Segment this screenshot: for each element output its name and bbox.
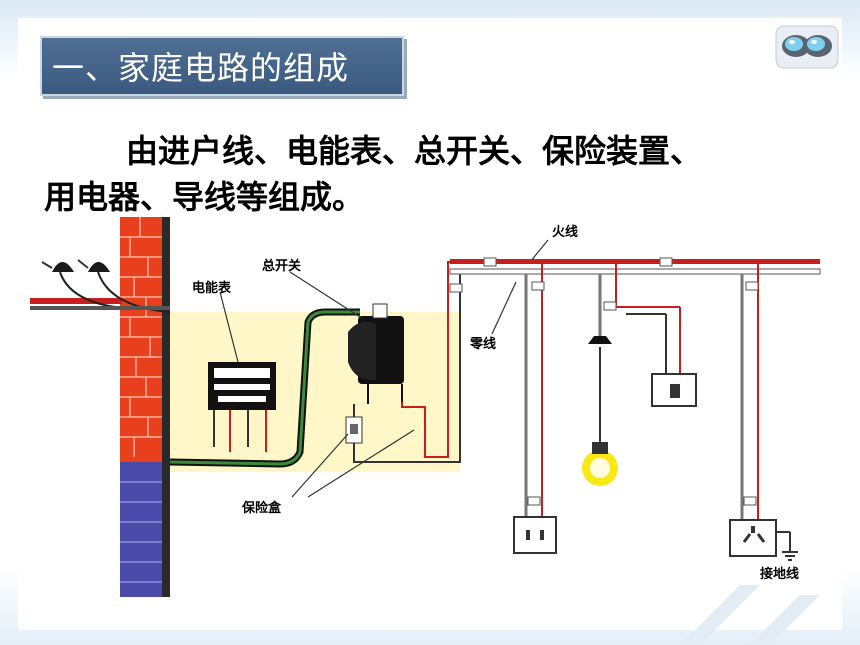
binoculars-icon: [775, 25, 839, 69]
intro-text: 由进户线、电能表、总开关、保险装置、 用电器、导线等组成。: [44, 128, 824, 220]
label-meter: 电能表: [192, 280, 232, 296]
entry-insulators-icon: [30, 259, 171, 313]
intro-line-1: 由进户线、电能表、总开关、保险装置、: [126, 132, 703, 170]
label-ground-wire: 接地线: [760, 566, 799, 582]
intro-line-2: 用电器、导线等组成。: [44, 178, 365, 216]
label-neutral-wire: 零线: [469, 336, 496, 352]
wall-switch-icon: [651, 373, 697, 407]
main-switch-icon: [348, 303, 404, 404]
corner-decoration: [680, 585, 820, 645]
household-circuit-diagram: 火线 零线 总开关 电能表 保险盒 接地线: [30, 217, 821, 597]
brick-wall: [120, 217, 170, 597]
label-live-wire: 火线: [552, 224, 578, 240]
bulb-icon: [582, 442, 618, 486]
ceiling-rose-icon: [588, 336, 612, 344]
slide-title: 一、家庭电路的组成: [40, 36, 404, 96]
ground-symbol-icon: [782, 551, 798, 561]
label-main-switch: 总开关: [262, 258, 301, 274]
three-pin-socket-icon: [729, 519, 777, 557]
socket-icon: [513, 516, 557, 554]
label-fuse-box: 保险盒: [241, 500, 282, 516]
electric-meter-icon: [208, 362, 276, 452]
